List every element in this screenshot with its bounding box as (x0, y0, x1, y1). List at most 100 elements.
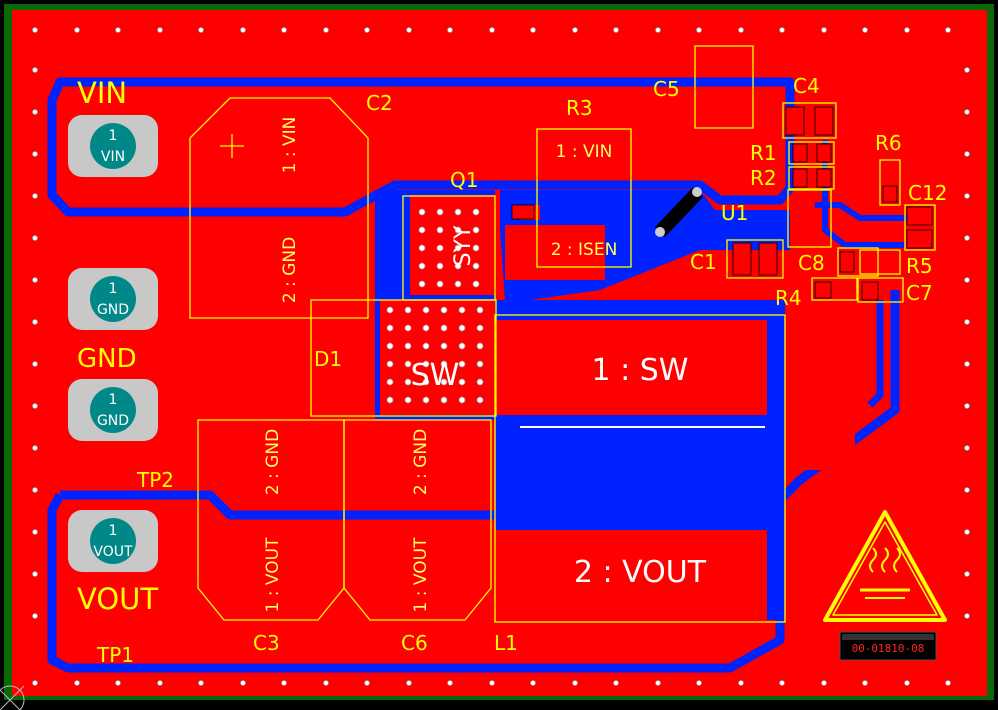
thermal-via (386, 306, 394, 314)
thermal-via (472, 280, 480, 288)
stitch-via (862, 27, 868, 33)
c12-outline (904, 204, 936, 251)
thermal-via (458, 360, 466, 368)
thermal-via (418, 262, 426, 270)
tp-vin-pin: 1 (109, 128, 118, 144)
designator-c12: C12 (908, 181, 947, 205)
stitch-via (613, 27, 619, 33)
stitch-via (489, 27, 495, 33)
thermal-via (476, 396, 484, 404)
l1-pin1-label: 1 : SW (592, 353, 689, 388)
stitch-via (447, 680, 453, 686)
thermal-via (440, 342, 448, 350)
stitch-via (489, 680, 495, 686)
tp1-label: TP1 (96, 643, 134, 667)
thermal-via (404, 342, 412, 350)
stitch-via (945, 27, 951, 33)
thermal-via (476, 342, 484, 350)
stitch-via (964, 193, 970, 199)
c2-plus (220, 134, 244, 158)
silkscreen-outlines (189, 45, 936, 623)
c2-pin1-label: 1 : VIN (280, 117, 300, 174)
thermal-via (436, 226, 444, 234)
stitch-via (964, 445, 970, 451)
stitch-via (964, 151, 970, 157)
thermal-via (418, 226, 426, 234)
origin-marker (0, 685, 25, 710)
thermal-via (386, 360, 394, 368)
thermal-via (418, 208, 426, 216)
stitch-via (281, 27, 287, 33)
r2-outline (788, 166, 835, 190)
designator-c8: C8 (798, 251, 825, 275)
thermal-via (418, 244, 426, 252)
designator-c1: C1 (690, 250, 717, 274)
thermal-via (454, 262, 462, 270)
stitch-via (115, 680, 121, 686)
stitch-via (964, 319, 970, 325)
stitch-via (32, 487, 38, 493)
thermal-via (454, 280, 462, 288)
thermal-via (458, 378, 466, 386)
stitch-via (964, 487, 970, 493)
c1-outline (726, 239, 784, 279)
thermal-via (386, 342, 394, 350)
net-label-vin: VIN (77, 76, 127, 110)
thermal-via (476, 306, 484, 314)
hot-surface-warning-icon (823, 510, 947, 622)
stitch-via (964, 571, 970, 577)
thermal-via (404, 306, 412, 314)
thermal-via (440, 396, 448, 404)
thermal-via (458, 306, 466, 314)
stitch-via (157, 27, 163, 33)
stitch-via (696, 27, 702, 33)
fb-trace (867, 300, 884, 408)
designator-c7: C7 (906, 281, 933, 305)
stitch-via (530, 27, 536, 33)
stitch-via (904, 680, 910, 686)
thermal-via (472, 226, 480, 234)
c2-outline (189, 97, 369, 319)
stitch-via (32, 277, 38, 283)
thermal-via (476, 324, 484, 332)
q1-thermal-vias (418, 208, 480, 288)
stitch-via (364, 680, 370, 686)
l1-outline (494, 314, 786, 623)
stitch-via (779, 27, 785, 33)
designator-r3: R3 (566, 96, 593, 120)
vin-trace (47, 77, 795, 217)
thermal-via (458, 396, 466, 404)
c6-pin2-label: 2 : GND (411, 429, 431, 495)
test-point-vin[interactable]: 1 VIN (68, 115, 158, 177)
designator-c4: C4 (793, 74, 820, 98)
designator-r4: R4 (775, 286, 802, 310)
stitch-via (32, 235, 38, 241)
thermal-via (386, 396, 394, 404)
test-point-gnd-1[interactable]: 1 GND (68, 268, 158, 330)
thermal-via (386, 324, 394, 332)
stitch-via (779, 680, 785, 686)
thermal-via (404, 324, 412, 332)
net-label-gnd: GND (77, 344, 137, 374)
thermal-via (422, 360, 430, 368)
stitch-via (240, 27, 246, 33)
thermal-via (386, 378, 394, 386)
tp-vin-net: VIN (101, 149, 125, 165)
test-point-gnd-2[interactable]: 1 GND (68, 379, 158, 441)
q1-net-label: SYY (451, 225, 476, 266)
thermal-via (436, 280, 444, 288)
smd-pads (511, 106, 933, 301)
stitch-via (406, 27, 412, 33)
stitch-via (240, 680, 246, 686)
thermal-via (454, 244, 462, 252)
test-point-vout[interactable]: 1 VOUT (68, 510, 158, 572)
designator-c5: C5 (653, 77, 680, 101)
stitch-via (821, 27, 827, 33)
thermal-via (436, 244, 444, 252)
r4-outline (811, 277, 858, 301)
stitch-via (447, 27, 453, 33)
designator-r6: R6 (875, 131, 902, 155)
c3-pin1-label: 1 : VOUT (263, 537, 283, 613)
stitch-via (364, 27, 370, 33)
